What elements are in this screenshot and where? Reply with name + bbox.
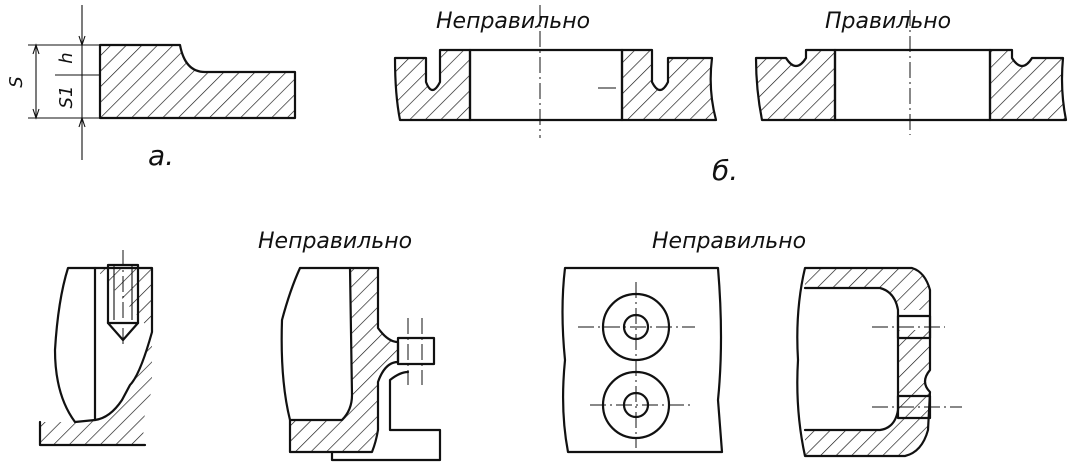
- figure-a-section-outline: [98, 43, 297, 120]
- figure-d-side-inner: [803, 286, 900, 432]
- figure-b-wrong-bore: [468, 48, 624, 122]
- figure-c: Неправильно: [38, 229, 442, 462]
- figure-a-dim-h-arrow-top: [78, 35, 86, 47]
- figure-b-wrong-left-outline: [393, 48, 472, 122]
- figure-b-label: б.: [712, 154, 738, 187]
- figure-a-dim-s-arrow-bottom: [32, 108, 40, 120]
- figure-b-right-bore: [833, 48, 992, 122]
- figure-a-label: а.: [148, 139, 174, 172]
- figure-b-right-right-section: [990, 50, 1066, 120]
- figure-c-right-inner: [288, 266, 354, 422]
- figure-c-right-section: [290, 268, 398, 452]
- figure-b-right-left-section: [756, 50, 835, 120]
- figure-d-wrong-caption: Неправильно: [652, 229, 806, 254]
- figure-d: Неправильно: [561, 229, 962, 458]
- figure-d-side-bottom-section: [805, 330, 930, 456]
- figure-b: Неправильно Правильно б.: [393, 5, 1068, 187]
- figure-a-dim-s-arrow-top: [32, 43, 40, 55]
- figure-c-right-foot: [330, 370, 442, 462]
- figure-b-right-left-outline: [754, 48, 837, 122]
- figure-c-left-base: [38, 420, 147, 447]
- figure-d-side-top-section: [805, 268, 930, 310]
- figure-a: S h S1 а.: [6, 5, 297, 172]
- figure-b-wrong-right-section: [622, 50, 716, 120]
- figure-a-dim-s-label: S: [6, 76, 27, 87]
- figure-c-lug: [396, 336, 436, 366]
- figure-a-dim-h-arrow-bottom: [78, 116, 86, 128]
- figure-c-wrong-caption: Неправильно: [258, 229, 412, 254]
- figure-c-left-section: [40, 268, 152, 445]
- figure-a-section-hatch: [100, 45, 295, 118]
- figure-a-dim-s1-label: S1: [56, 86, 77, 109]
- figure-b-wrong-left-section: [395, 50, 470, 120]
- figure-b-right-caption: Правильно: [825, 9, 951, 34]
- figure-d-front-outline: [561, 266, 724, 454]
- figure-b-wrong-caption: Неправильно: [436, 9, 590, 34]
- figure-c-right-outline: [280, 266, 400, 454]
- figure-b-right-right-outline: [988, 48, 1068, 122]
- figure-b-wrong-right-outline: [620, 48, 718, 122]
- figure-a-dim-h-label: h: [56, 52, 77, 63]
- figure-d-side-outline: [796, 266, 932, 458]
